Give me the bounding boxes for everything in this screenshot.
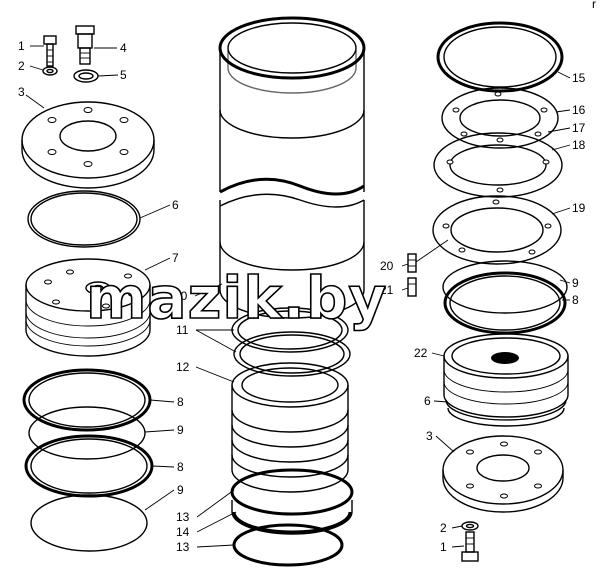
flange-part-3-left <box>21 101 155 189</box>
label-19: 19 <box>572 201 586 215</box>
bolt-part-1 <box>43 35 57 67</box>
label-1-left: 1 <box>18 39 25 53</box>
washer-part-2-right <box>461 521 479 531</box>
screw-part-21 <box>407 277 417 297</box>
label-3-right: 3 <box>426 429 433 443</box>
ring-part-9-right <box>442 260 568 314</box>
label-3-left: 3 <box>18 85 25 99</box>
ring-part-8-right <box>443 271 567 335</box>
screw-part-20 <box>407 253 417 273</box>
seal-ring-part-5 <box>73 69 99 83</box>
flange-part-3-right <box>442 435 564 513</box>
label-9-left-top: 9 <box>177 423 184 437</box>
label-2-right: 2 <box>440 521 447 535</box>
ring-part-8-left-bottom <box>24 434 154 498</box>
label-9-left-bottom: 9 <box>177 483 184 497</box>
label-17: 17 <box>572 121 586 135</box>
label-4: 4 <box>120 41 127 55</box>
ring-part-14 <box>231 500 353 535</box>
label-6-left: 6 <box>172 198 179 212</box>
gasket-part-17-18 <box>433 132 563 198</box>
label-1-right: 1 <box>440 540 447 554</box>
piston-part-22 <box>443 333 569 418</box>
fitting-part-4 <box>75 25 95 65</box>
label-8-left-top: 8 <box>177 395 184 409</box>
label-2-left: 2 <box>18 59 25 73</box>
label-15: 15 <box>572 71 586 85</box>
o-ring-part-6-left <box>27 190 141 248</box>
corner-mark: r <box>592 0 596 11</box>
label-10: 10 <box>174 289 188 303</box>
label-9-right: 9 <box>572 276 579 290</box>
label-5: 5 <box>120 68 127 82</box>
label-13-lower: 13 <box>176 540 190 554</box>
washer-part-2 <box>42 66 58 76</box>
cover-ring-part-15 <box>436 21 564 93</box>
watermark-text: mazik.by <box>86 264 387 332</box>
flange-part-16 <box>441 87 559 149</box>
piston-part-7 <box>25 258 151 357</box>
ring-part-8-left-top <box>22 368 152 432</box>
ring-part-9-left-top <box>28 406 146 460</box>
o-ring-part-6-right <box>445 399 567 427</box>
ring-part-9-left-bottom <box>30 494 148 552</box>
label-16: 16 <box>572 103 586 117</box>
cylinder-tube-part-10 <box>218 16 366 319</box>
flange-part-19 <box>432 195 562 265</box>
label-21: 21 <box>380 283 394 297</box>
label-8-left-bottom: 8 <box>177 460 184 474</box>
label-14: 14 <box>176 525 190 539</box>
label-20: 20 <box>380 259 394 273</box>
label-7: 7 <box>172 251 179 265</box>
label-6-right: 6 <box>424 394 431 408</box>
label-8-right: 8 <box>572 293 579 307</box>
leader-lines <box>25 45 571 548</box>
label-18: 18 <box>572 138 586 152</box>
label-22: 22 <box>414 346 428 360</box>
label-13-upper: 13 <box>176 510 190 524</box>
label-11: 11 <box>176 323 189 337</box>
label-12: 12 <box>176 360 190 374</box>
piston-assembly-part-12 <box>231 362 349 493</box>
bolt-part-1-right <box>461 531 479 562</box>
part-labels: 1 2 3 4 5 6 7 8 9 8 9 10 11 12 13 14 13 … <box>18 39 586 554</box>
